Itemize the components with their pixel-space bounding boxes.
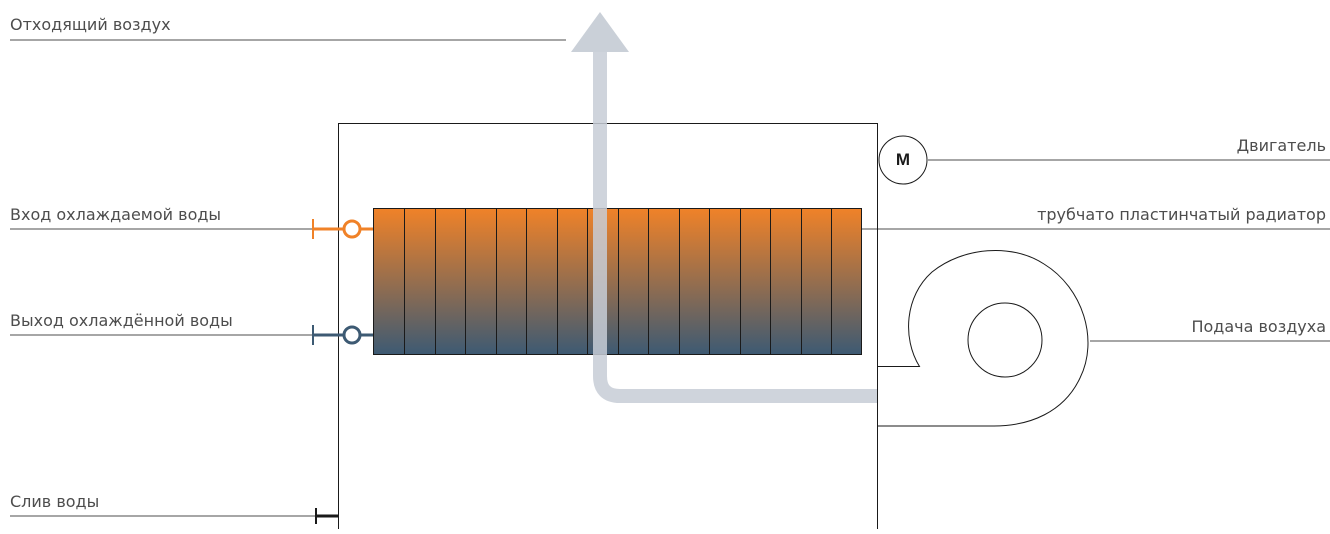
water-in-valve	[342, 219, 362, 239]
motor-symbol-circle	[878, 135, 928, 185]
cooled-water-in-label: Вход охлаждаемой воды	[10, 205, 222, 224]
airflow-path	[593, 52, 877, 403]
motor-symbol-letter: M	[895, 150, 911, 169]
motor-label: Двигатель	[1236, 136, 1326, 155]
radiator-body	[373, 208, 862, 355]
tower-housing	[338, 123, 878, 529]
exhaust-air-label: Отходящий воздух	[10, 15, 171, 34]
cooled-water-out-label: Выход охлаждённой воды	[10, 311, 233, 330]
airflow-arrowhead	[571, 12, 629, 52]
radiator-label: трубчато пластинчатый радиатор	[1037, 205, 1326, 224]
radiator-fins	[404, 208, 832, 355]
water-drain-label: Слив воды	[10, 492, 100, 511]
water-out-valve	[342, 325, 362, 345]
blower-impeller	[967, 302, 1043, 378]
air-supply-label: Подача воздуха	[1191, 317, 1326, 336]
